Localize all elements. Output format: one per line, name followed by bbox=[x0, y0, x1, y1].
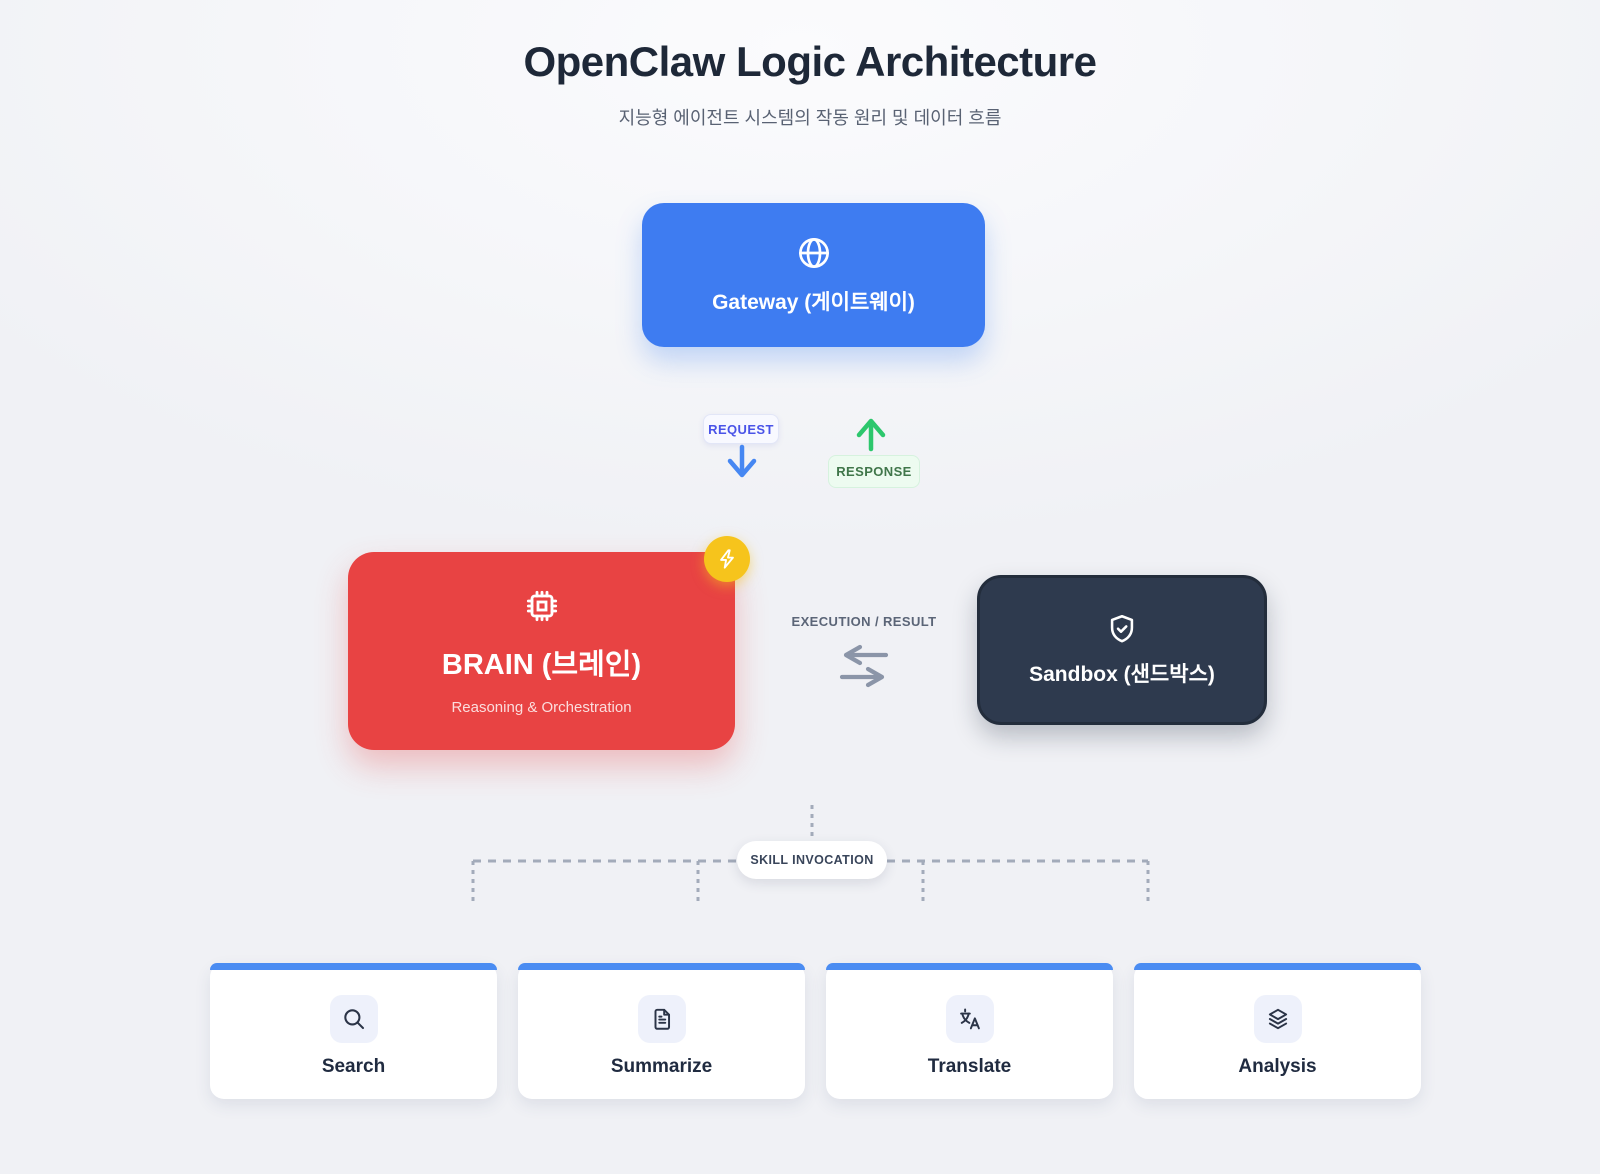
lightning-icon bbox=[716, 548, 738, 570]
cpu-icon bbox=[522, 586, 562, 626]
brain-label: BRAIN (브레인) bbox=[441, 649, 642, 681]
brain-node: BRAIN (브레인) Reasoning & Orchestration bbox=[348, 552, 735, 750]
request-down-arrow-icon bbox=[727, 444, 757, 478]
card-accent-bar bbox=[1134, 963, 1421, 970]
card-accent-bar bbox=[210, 963, 497, 970]
exchange-arrows-icon bbox=[839, 644, 889, 688]
card-accent-bar bbox=[518, 963, 805, 970]
search-icon bbox=[329, 995, 378, 1043]
translate-icon bbox=[945, 995, 994, 1043]
response-up-arrow-icon bbox=[856, 418, 886, 452]
skill-label: Analysis bbox=[1238, 1056, 1317, 1077]
skill-invocation-pill: SKILL INVOCATION bbox=[737, 841, 887, 879]
gateway-node: Gateway (게이트웨이) bbox=[642, 203, 985, 347]
skill-label: Translate bbox=[927, 1056, 1012, 1077]
layers-icon bbox=[1253, 995, 1302, 1043]
skill-card-analysis: Analysis bbox=[1134, 963, 1421, 1099]
globe-icon bbox=[795, 234, 833, 272]
skill-label: Search bbox=[321, 1056, 386, 1077]
skill-card-search: Search bbox=[210, 963, 497, 1099]
response-badge: RESPONSE bbox=[828, 455, 920, 488]
skill-connector-lines bbox=[471, 805, 1150, 905]
request-badge: REQUEST bbox=[703, 414, 779, 444]
sandbox-label: Sandbox (샌드박스) bbox=[1029, 663, 1215, 686]
brain-power-badge bbox=[704, 536, 750, 582]
page-subtitle: 지능형 에이전트 시스템의 작동 원리 및 데이터 흐름 bbox=[618, 108, 1002, 128]
gateway-label: Gateway (게이트웨이) bbox=[712, 291, 915, 314]
brain-sublabel: Reasoning & Orchestration bbox=[451, 699, 632, 716]
execution-result-label: EXECUTION / RESULT bbox=[791, 614, 937, 629]
page-title: OpenClaw Logic Architecture bbox=[523, 38, 1097, 85]
skill-label: Summarize bbox=[610, 1056, 713, 1077]
document-icon bbox=[637, 995, 686, 1043]
sandbox-node: Sandbox (샌드박스) bbox=[977, 575, 1267, 725]
skill-card-summarize: Summarize bbox=[518, 963, 805, 1099]
shield-check-icon bbox=[1105, 612, 1139, 646]
skill-card-translate: Translate bbox=[826, 963, 1113, 1099]
card-accent-bar bbox=[826, 963, 1113, 970]
